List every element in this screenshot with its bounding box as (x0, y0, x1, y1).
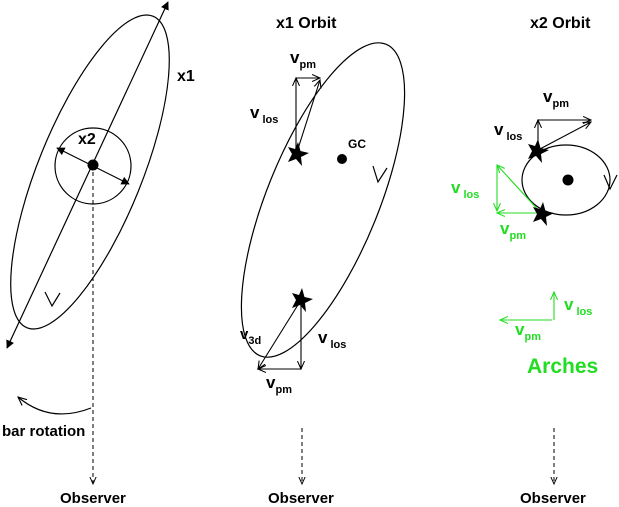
observer-label-2: Observer (268, 490, 334, 507)
star-upper (288, 142, 309, 166)
v3d-arrow-lower (258, 299, 302, 369)
vpm-label-black: vpm (543, 87, 569, 110)
x2-label: x2 (78, 131, 96, 148)
v3d-arrow-upper (295, 80, 320, 156)
x1-label: x1 (177, 68, 195, 85)
galactic-center-dot (87, 159, 99, 171)
observer-label-3: Observer (520, 490, 586, 507)
x1-direction-arrow (44, 291, 61, 308)
x2-orbit-ellipse (521, 144, 611, 216)
x2-orbit-direction-arrow (603, 174, 618, 191)
gc-dot (337, 154, 347, 164)
gc-label: GC (348, 137, 366, 151)
x1-orbit-direction-arrow (372, 165, 388, 184)
panel-bar-orbits: x1 x2 bar rotation Observer (2, 1, 195, 507)
arches-vpm-label: vpm (515, 320, 541, 343)
v3d-arrow-black (537, 122, 591, 151)
vpm-label-green: vpm (500, 219, 526, 242)
star-green (533, 202, 554, 226)
vpm-label-upper: vpm (290, 48, 316, 71)
x2-center-dot (562, 174, 574, 186)
arches-label: Arches (527, 355, 598, 378)
x1-orbit-title: x1 Orbit (276, 15, 337, 32)
bar-rotation-label: bar rotation (2, 423, 85, 440)
vlos-arrow-green (497, 165, 542, 214)
observer-label-1: Observer (60, 490, 126, 507)
bar-rotation-arrow (18, 397, 92, 415)
star-black (528, 139, 549, 163)
x1-orbit-ellipse (10, 14, 170, 330)
v3d-label: v3d (240, 326, 261, 347)
bar-major-axis (6, 1, 169, 349)
x1-orbit-ellipse-2 (240, 42, 406, 358)
x2-orbit-title: x2 Orbit (530, 15, 591, 32)
vpm-label-lower: vpm (266, 373, 292, 396)
